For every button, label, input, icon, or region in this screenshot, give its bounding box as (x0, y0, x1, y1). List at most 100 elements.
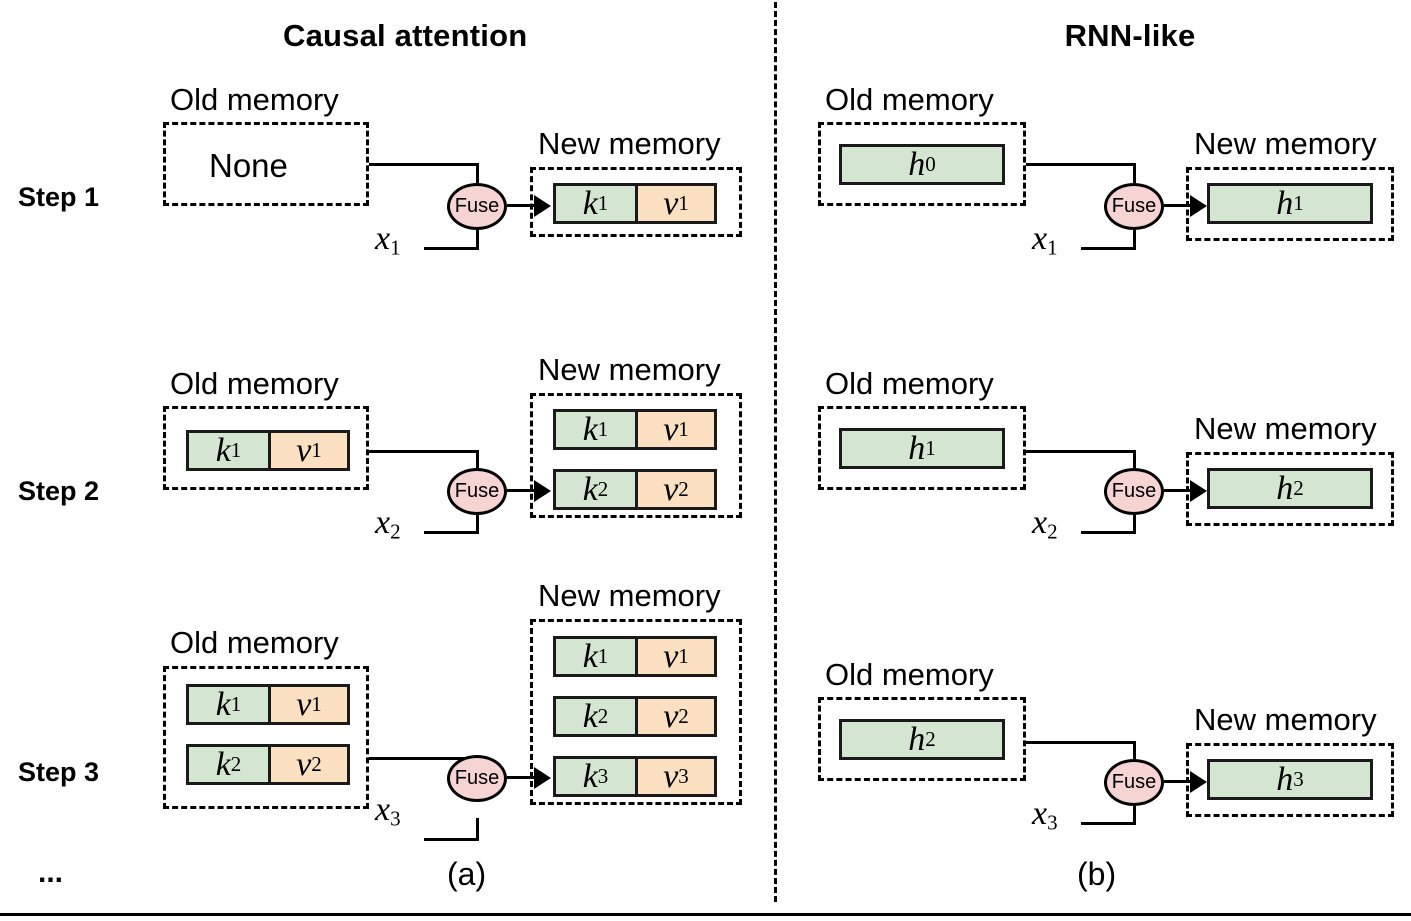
new-memory-box-a3 (530, 619, 742, 805)
input-label-b2: x2 (1032, 504, 1058, 544)
wire-fuse-bottom-a2 (476, 512, 479, 534)
wire-fuse-to-new-b1 (1164, 204, 1194, 207)
arrow-to-new-memory-b3 (1190, 771, 1207, 793)
input-label-symbol-a1: x (375, 220, 391, 257)
wire-fuse-bottom-a1 (476, 226, 479, 250)
wire-input-to-fuse-b3 (1081, 822, 1136, 825)
fuse-label-a1: Fuse (454, 195, 500, 217)
wire-old-to-fuse-a1 (369, 163, 479, 166)
fuse-label-a3: Fuse (454, 767, 500, 789)
fuse-node-b3[interactable]: Fuse (1104, 759, 1164, 806)
wire-fuse-to-new-a3 (507, 776, 537, 779)
old-memory-box-a2 (163, 406, 369, 490)
wire-fuse-bottom-b2 (1133, 512, 1136, 534)
fuse-node-b2[interactable]: Fuse (1104, 468, 1164, 515)
fuse-label-b1: Fuse (1111, 195, 1157, 217)
old-memory-box-b1 (818, 122, 1026, 206)
old-memory-box-a3 (163, 666, 369, 809)
step-label-2: Step 2 (18, 476, 100, 506)
fuse-node-a3[interactable]: Fuse (447, 755, 507, 802)
old-memory-caption-b1: Old memory (825, 82, 994, 117)
wire-input-to-fuse-a1 (424, 247, 479, 250)
new-memory-caption-b1: New memory (1194, 126, 1377, 161)
input-label-b3: x3 (1032, 795, 1058, 835)
arrow-to-new-memory-a1 (534, 195, 551, 217)
wire-fuse-top-b1 (1133, 163, 1136, 187)
fuse-label-a2: Fuse (454, 480, 500, 502)
old-memory-box-b2 (818, 406, 1026, 490)
panel-title-causal-attention: Causal attention (283, 18, 528, 53)
vertical-dashed-divider (774, 2, 777, 902)
wire-fuse-bottom-b1 (1133, 226, 1136, 250)
wire-fuse-top-b3 (1133, 741, 1136, 763)
wire-input-to-fuse-a2 (424, 531, 479, 534)
wire-fuse-top-b2 (1133, 450, 1136, 472)
old-memory-caption-a3: Old memory (170, 625, 339, 660)
old-memory-caption-b3: Old memory (825, 657, 994, 692)
wire-fuse-to-new-b3 (1164, 780, 1194, 783)
old-memory-caption-a2: Old memory (170, 366, 339, 401)
fuse-node-b1[interactable]: Fuse (1104, 183, 1164, 230)
new-memory-caption-b2: New memory (1194, 411, 1377, 446)
continuation-ellipsis: ... (38, 856, 64, 889)
fuse-node-a1[interactable]: Fuse (447, 183, 507, 230)
new-memory-box-a1 (530, 167, 742, 237)
wire-old-to-fuse-b1 (1026, 163, 1136, 166)
fuse-node-a2[interactable]: Fuse (447, 468, 507, 515)
wire-input-to-fuse-b2 (1081, 531, 1136, 534)
new-memory-caption-a2: New memory (538, 352, 721, 387)
arrow-to-new-memory-a3 (534, 767, 551, 789)
new-memory-box-b1 (1186, 167, 1394, 241)
arrow-to-new-memory-a2 (534, 480, 551, 502)
new-memory-box-b3 (1186, 743, 1394, 817)
input-label-b1: x1 (1032, 220, 1058, 260)
panel-title-rnn-like: RNN-like (1064, 18, 1196, 53)
new-memory-caption-b3: New memory (1194, 702, 1377, 737)
wire-input-to-fuse-a3 (424, 838, 479, 841)
arrow-to-new-memory-b2 (1190, 480, 1207, 502)
wire-fuse-bottom-a3 (476, 818, 479, 841)
arrow-to-new-memory-b1 (1190, 195, 1207, 217)
wire-old-to-fuse-a2 (369, 450, 479, 453)
old-memory-box-b3 (818, 697, 1026, 781)
wire-fuse-to-new-b2 (1164, 489, 1194, 492)
input-label-sub-a1: 1 (390, 235, 401, 260)
step-label-3: Step 3 (18, 757, 100, 787)
fuse-label-b2: Fuse (1111, 480, 1157, 502)
step-label-1: Step 1 (18, 182, 100, 212)
wire-fuse-bottom-b3 (1133, 803, 1136, 825)
wire-fuse-to-new-a2 (507, 489, 537, 492)
old-memory-box-a1 (163, 122, 369, 206)
